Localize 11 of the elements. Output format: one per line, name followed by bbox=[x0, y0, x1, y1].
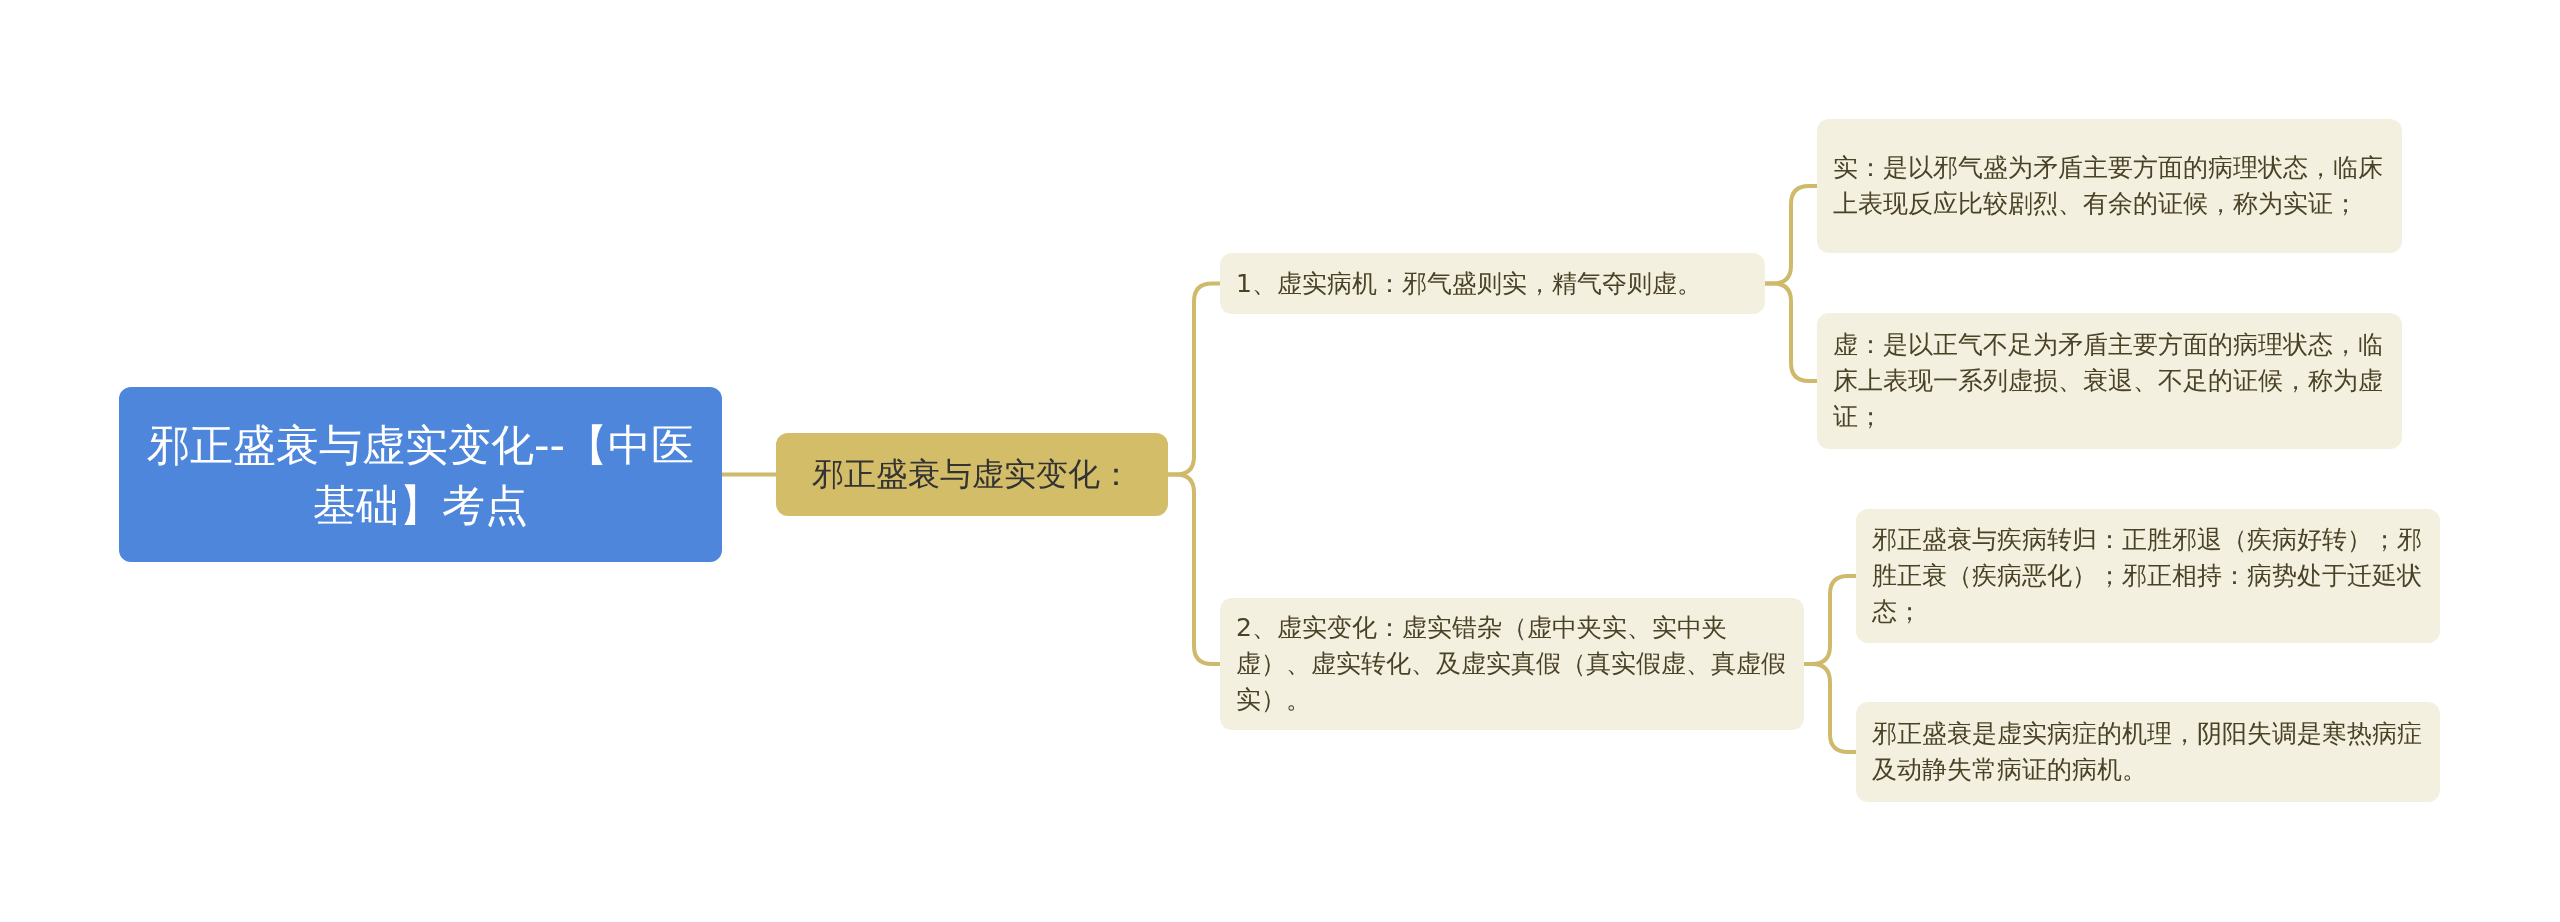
topic-box: 邪正盛衰与虚实变化--【中医基础】考点 bbox=[119, 387, 722, 562]
subtopic-box: 2、虚实变化：虚实错杂（虚中夹实、实中夹虚）、虚实转化、及虚实真假（真实假虚、真虚假实）。 bbox=[1220, 598, 1804, 730]
note-box: 邪正盛衰是虚实病症的机理，阴阳失调是寒热病症及动静失常病证的病机。 bbox=[1856, 702, 2440, 802]
connector-line bbox=[1804, 662, 1856, 754]
note-box: 邪正盛衰与疾病转归：正胜邪退（疾病好转）；邪胜正衰（疾病恶化）；邪正相持：病势处于迁延状态； bbox=[1856, 509, 2440, 643]
note-box: 实：是以邪气盛为矛盾主要方面的病理状态，临床上表现反应比较剧烈、有余的证候，称为实证； bbox=[1817, 119, 2402, 253]
branch-box: 邪正盛衰与虚实变化： bbox=[776, 433, 1168, 516]
note-box: 虚：是以正气不足为矛盾主要方面的病理状态，临床上表现一系列虚损、衰退、不足的证候，称为虚证； bbox=[1817, 313, 2402, 449]
connector-line bbox=[722, 472, 776, 477]
connector-line bbox=[1168, 472, 1220, 666]
subtopic-box: 1、虚实病机：邪气盛则实，精气夺则虚。 bbox=[1220, 253, 1765, 314]
